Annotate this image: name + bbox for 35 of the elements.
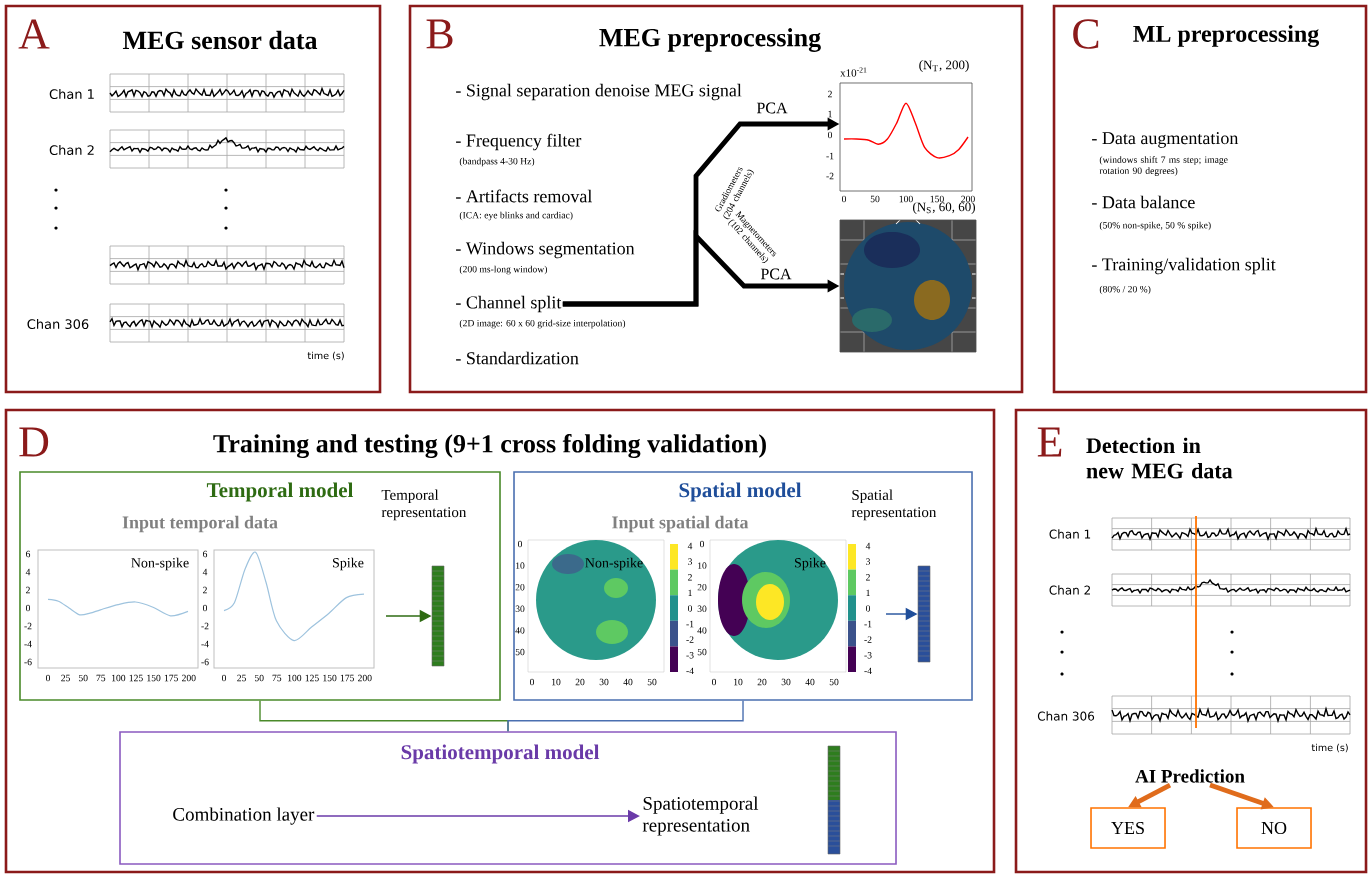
panel-title: MEG preprocessing xyxy=(599,28,821,52)
list-item: - Windows segmentation xyxy=(456,241,635,259)
answer-box: NO xyxy=(1236,807,1312,849)
panel-letter: B xyxy=(426,19,453,49)
panel-letter: D xyxy=(19,427,49,457)
representation-label: Spatiotemporal representation xyxy=(642,796,759,836)
picture xyxy=(839,82,973,192)
representation-bar xyxy=(431,565,445,667)
list-item: - Data augmentation xyxy=(1092,132,1239,148)
edge-label: PCA xyxy=(759,267,793,281)
list-item: - Signal separation denoise MEG signal xyxy=(456,83,742,101)
edge-label: PCA xyxy=(755,101,789,115)
section-heading: Input temporal data xyxy=(122,515,278,533)
panel-title: ML preprocessing xyxy=(1133,25,1319,47)
list-item: - Channel split xyxy=(456,295,562,313)
list-item: - Data balance xyxy=(1092,195,1195,209)
panel-title: MEG sensor data xyxy=(122,30,318,50)
model-title: Temporal model xyxy=(206,482,354,502)
answer-box: YES xyxy=(1090,807,1166,849)
layer-label: Combination layer xyxy=(173,807,315,825)
model-title: Spatial model xyxy=(679,482,802,502)
panel-letter: E xyxy=(1037,427,1062,457)
prediction-label: AI Prediction xyxy=(1135,769,1245,783)
list-item: - Standardization xyxy=(456,351,579,365)
model-title: Spatiotemporal model xyxy=(401,744,600,764)
panel-title: Detection in new MEG data xyxy=(1086,437,1233,479)
representation-bar xyxy=(827,745,841,855)
list-item: - Frequency filter xyxy=(456,133,582,151)
panel-title: Training and testing (9+1 cross folding validation) xyxy=(213,433,766,459)
panel-letter: A xyxy=(18,19,50,49)
representation-bar xyxy=(917,565,931,663)
list-item: - Training/validation split xyxy=(1092,257,1276,275)
list-item: - Artifacts removal xyxy=(456,189,592,203)
panel-letter: C xyxy=(1073,19,1099,49)
section-heading: Input spatial data xyxy=(612,515,749,533)
